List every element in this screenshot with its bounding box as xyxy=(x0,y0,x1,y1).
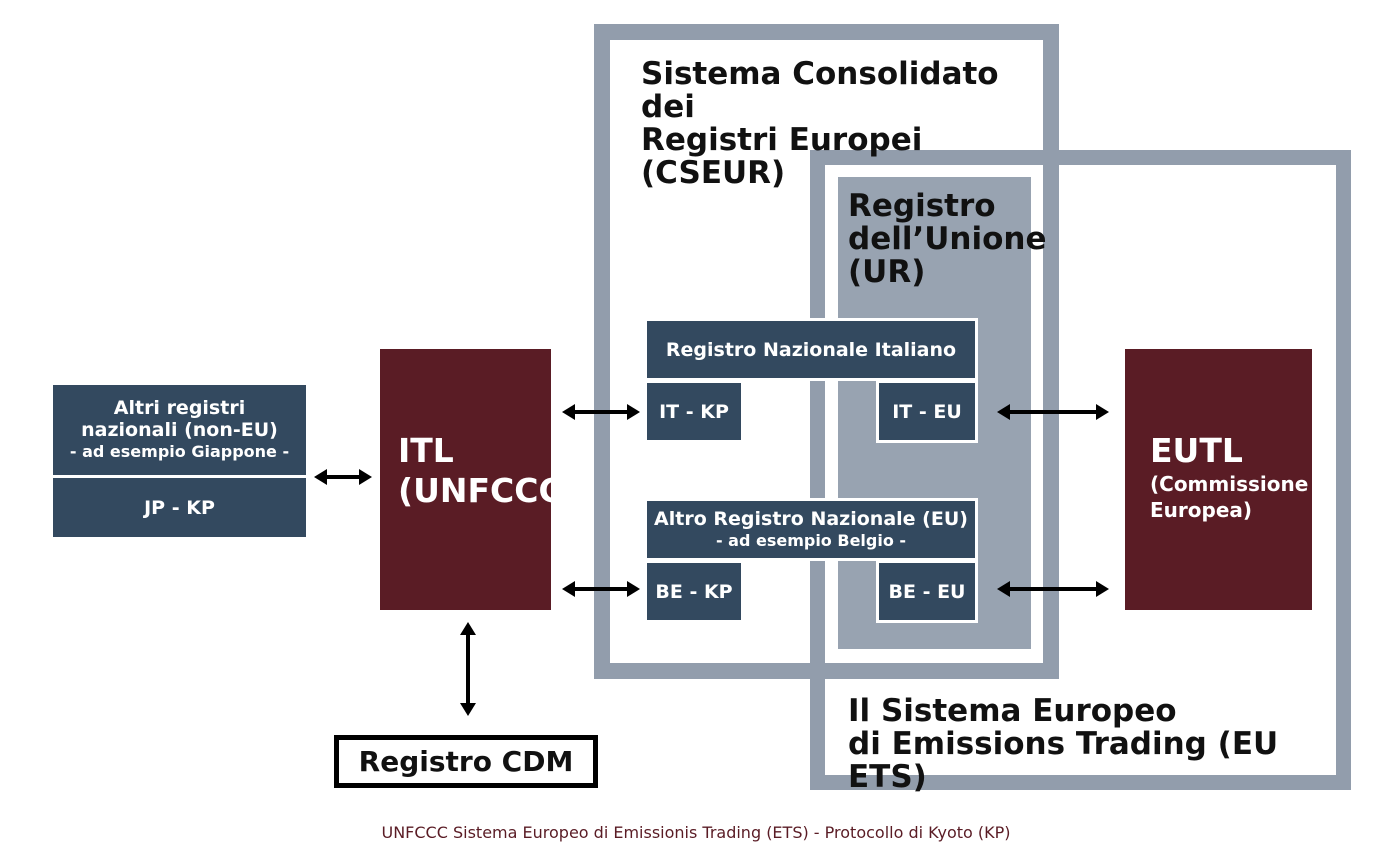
cseur-frame xyxy=(594,24,1059,679)
be-eu-label: BE - EU xyxy=(888,580,966,603)
itl-box: ITL (UNFCCC) xyxy=(380,349,578,610)
other-registries-line3: - ad esempio Giappone - xyxy=(69,442,290,461)
be-kp-label: BE - KP xyxy=(655,580,733,603)
caption: UNFCCC Sistema Europeo di Emissionis Tra… xyxy=(0,823,1392,842)
union-registry-line2: dell’Unione xyxy=(848,221,1047,257)
arrow-jp-itl xyxy=(314,466,372,488)
italian-registry-title: Registro Nazionale Italiano xyxy=(644,318,978,381)
it-kp-account: IT - KP xyxy=(647,383,741,440)
eu-ets-title: Il Sistema Europeo di Emissions Trading … xyxy=(848,695,1328,794)
arrow-itl-cdm xyxy=(457,622,479,716)
eu-ets-line2: di Emissions Trading (EU ETS) xyxy=(848,726,1279,795)
arrow-beeu-eutl xyxy=(997,578,1109,600)
jp-kp-account: JP - KP xyxy=(53,478,306,537)
cdm-registry-label: Registro CDM xyxy=(358,745,574,778)
eutl-box: EUTL (Commissione Europea) xyxy=(1125,349,1312,610)
other-eu-registry-label: Altro Registro Nazionale (EU) xyxy=(654,507,968,530)
union-registry-title: Registro dell’Unione (UR) xyxy=(848,188,1047,290)
be-eu-account: BE - EU xyxy=(876,560,978,623)
eutl-line1: EUTL xyxy=(1150,431,1243,470)
cseur-title-line2: Registri Europei (CSEUR) xyxy=(641,122,923,191)
jp-kp-label: JP - KP xyxy=(144,496,215,519)
eutl-line3: Europea) xyxy=(1150,498,1253,522)
it-kp-label: IT - KP xyxy=(659,400,729,423)
union-registry-line1: Registro xyxy=(848,188,996,224)
other-eu-registry-subtitle: - ad esempio Belgio - xyxy=(715,530,907,550)
other-eu-registry-title: Altro Registro Nazionale (EU) - ad esemp… xyxy=(644,498,978,561)
other-registries-box: Altri registri nazionali (non-EU) - ad e… xyxy=(53,385,306,475)
be-kp-account: BE - KP xyxy=(647,563,741,620)
eu-ets-line1: Il Sistema Europeo xyxy=(848,693,1177,729)
union-registry-line3: (UR) xyxy=(848,254,926,290)
eutl-line2: (Commissione xyxy=(1150,472,1309,496)
itl-line2: (UNFCCC) xyxy=(398,471,578,510)
italian-registry-label: Registro Nazionale Italiano xyxy=(665,338,957,361)
cseur-title: Sistema Consolidato dei Registri Europei… xyxy=(641,58,1051,190)
it-eu-label: IT - EU xyxy=(892,400,962,423)
arrow-itl-bekp xyxy=(562,578,640,600)
arrow-itl-itkp xyxy=(562,401,640,423)
arrow-iteu-eutl xyxy=(997,401,1109,423)
itl-line1: ITL xyxy=(398,431,454,470)
cdm-registry-box: Registro CDM xyxy=(334,735,598,788)
it-eu-account: IT - EU xyxy=(876,380,978,443)
other-registries-line2: nazionali (non-EU) xyxy=(81,419,278,441)
caption-text: UNFCCC Sistema Europeo di Emissionis Tra… xyxy=(381,823,1011,842)
cseur-title-line1: Sistema Consolidato dei xyxy=(641,56,999,125)
eu-ets-frame xyxy=(810,150,1351,790)
other-registries-line1: Altri registri xyxy=(113,397,246,419)
